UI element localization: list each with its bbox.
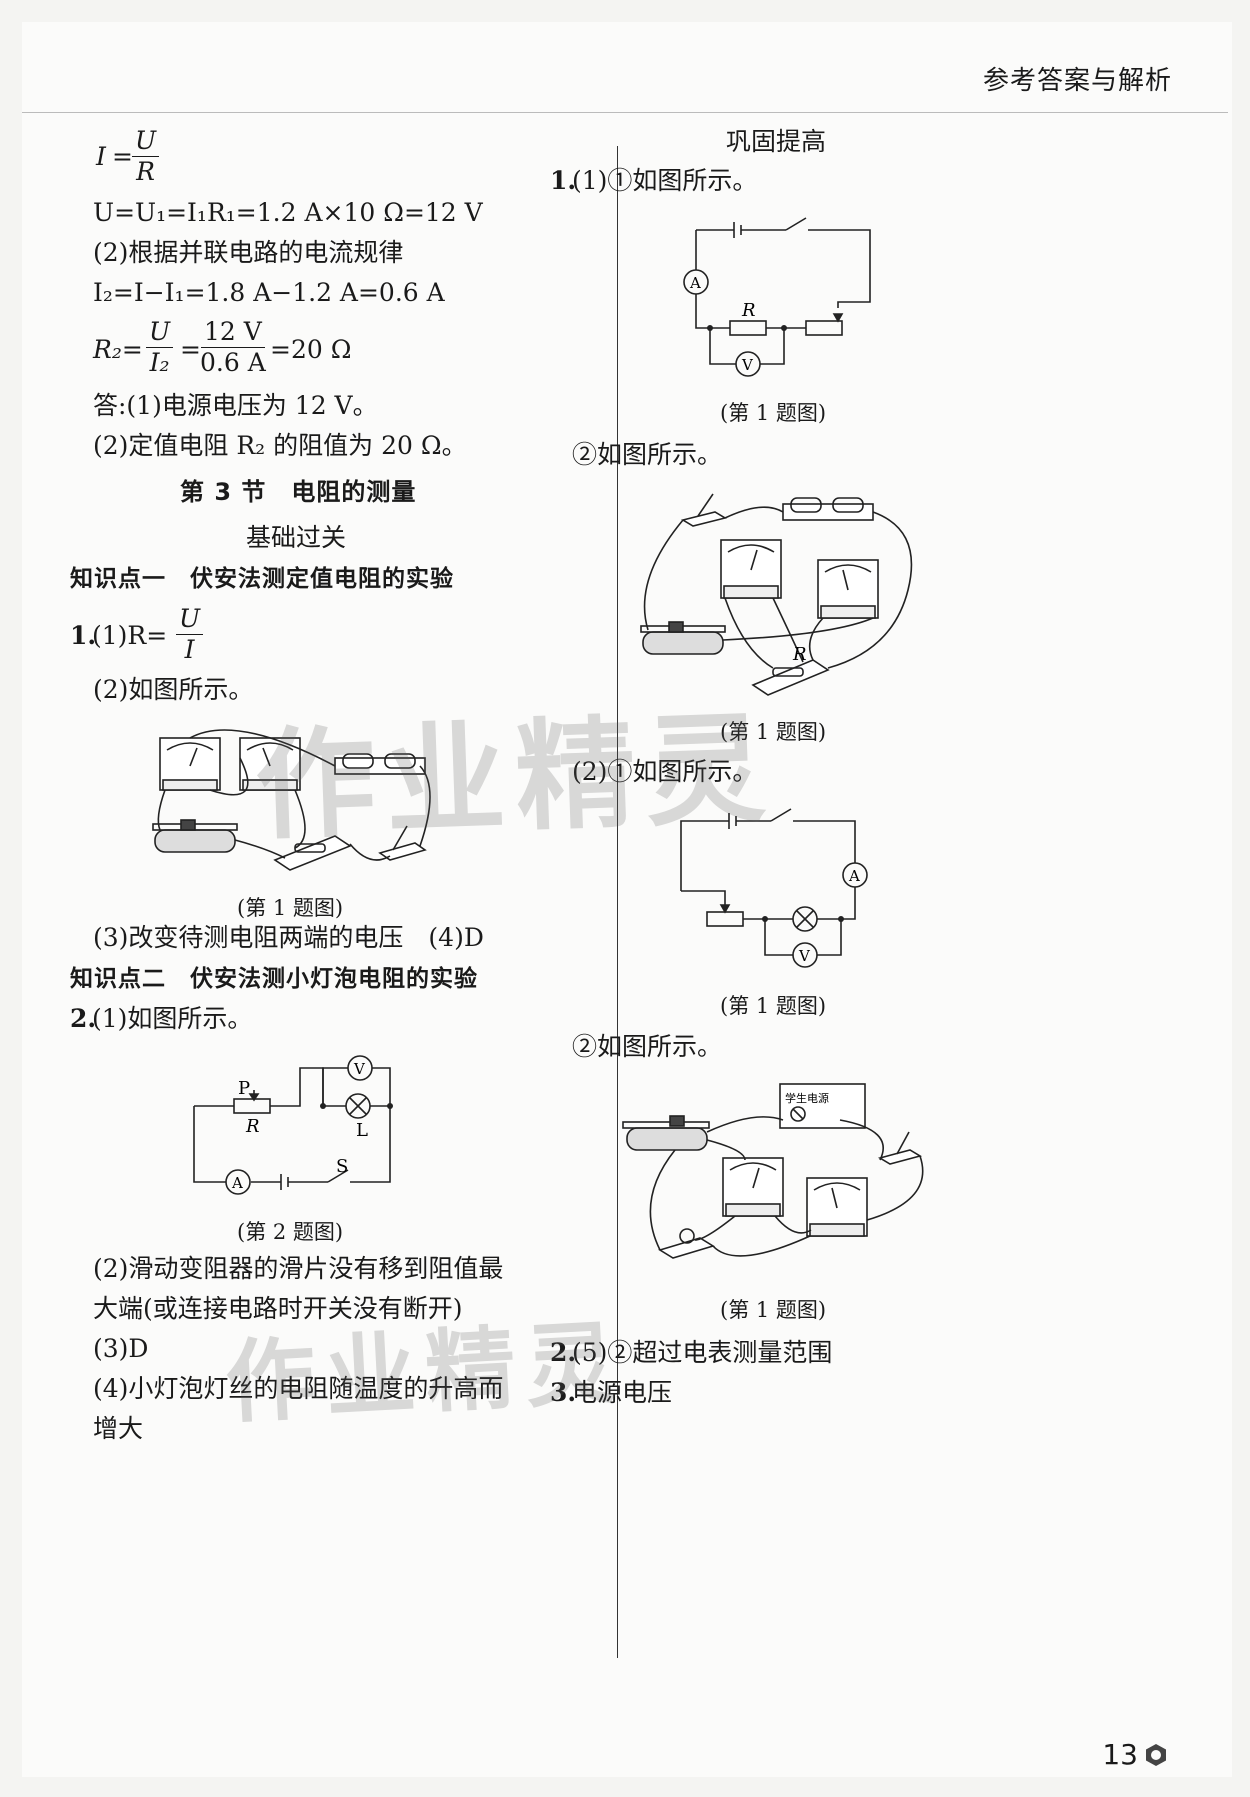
caption-r1-d: (第 1 题图) — [720, 1298, 827, 1322]
q1-part1-text: (1)R= — [92, 621, 168, 650]
r1-number: 1. — [550, 166, 577, 195]
q1-den: I — [184, 635, 195, 664]
formula2-num2: 12 V — [200, 317, 265, 348]
r-q3-text: 电源电压 — [572, 1378, 673, 1407]
q1-fraction: U I — [176, 604, 204, 665]
r1-part1: (1)①如图所示。 — [572, 166, 758, 195]
figb-label-r: R — [792, 644, 807, 665]
page-sheet — [22, 22, 1232, 1777]
figure-r1-schematic-a: A V R — [683, 217, 871, 377]
figure-q1-physical-circuit — [152, 729, 431, 871]
fig2-label-v: V — [353, 1060, 366, 1078]
r2-part2: ②如图所示。 — [572, 1032, 723, 1061]
caption-q1-left: (第 1 题图) — [237, 896, 344, 920]
caption-q2: (第 2 题图) — [237, 1220, 344, 1244]
r-q2-number: 2. — [550, 1338, 577, 1367]
figa-label-a: A — [689, 274, 701, 292]
r2-part1: (2)①如图所示。 — [572, 757, 758, 786]
formula2-frac2: 12 V 0.6 A — [200, 317, 266, 378]
subsection-basic: 基础过关 — [246, 523, 347, 552]
fig2-label-a: A — [231, 1174, 243, 1192]
figure-r1-physical-d: 学生电源 — [622, 1083, 924, 1259]
formula1-den: R — [136, 157, 155, 186]
answer-2: (2)定值电阻 R₂ 的阻值为 20 Ω。 — [93, 431, 467, 460]
knowledge-point-2: 知识点二 伏安法测小灯泡电阻的实验 — [70, 966, 478, 992]
r-q2-text: (5)②超过电表测量范围 — [572, 1338, 833, 1367]
q2-part2-line2: 大端(或连接电路时开关没有断开) — [93, 1294, 463, 1323]
q2-part4-line1: (4)小灯泡灯丝的电阻随温度的升高而 — [93, 1374, 504, 1403]
formula2-lhs: R₂= — [93, 335, 143, 364]
r1-part1-2: ②如图所示。 — [572, 440, 723, 469]
formula2-result: =20 Ω — [270, 335, 352, 364]
figa-label-v: V — [741, 356, 754, 374]
line-2: (2)根据并联电路的电流规律 — [93, 238, 404, 267]
caption-r1-c: (第 1 题图) — [720, 994, 827, 1018]
power-supply-label: 学生电源 — [785, 1091, 829, 1105]
q1-num: U — [176, 604, 204, 635]
q2-part1: (1)如图所示。 — [92, 1004, 253, 1033]
caption-r1-b: (第 1 题图) — [720, 720, 827, 744]
section-title: 第 3 节 电阻的测量 — [180, 478, 417, 506]
formula2-den1: I₂ — [149, 348, 170, 377]
formula2-frac1: U I₂ — [146, 317, 174, 378]
fig2-label-p: P — [238, 1078, 250, 1099]
formula1-lhs: I — [96, 142, 106, 171]
figa-label-r: R — [741, 300, 756, 321]
q2-part3: (3)D — [93, 1334, 149, 1363]
q2-number: 2. — [70, 1004, 97, 1033]
column-divider — [617, 146, 618, 1658]
figure-q2-schematic: P R L S A V — [193, 1055, 393, 1195]
figc-label-v: V — [798, 947, 811, 965]
formula2-eq: = — [180, 335, 201, 364]
subsection-advanced: 巩固提高 — [726, 127, 827, 156]
caption-r1-a: (第 1 题图) — [720, 401, 827, 425]
figc-label-a: A — [848, 867, 860, 885]
q2-part4-line2: 增大 — [93, 1414, 144, 1443]
formula1-eq: = — [112, 142, 133, 171]
fig2-label-r: R — [245, 1116, 260, 1137]
knowledge-point-1: 知识点一 伏安法测定值电阻的实验 — [70, 566, 454, 592]
figure-r1-schematic-c: A V — [680, 808, 868, 968]
formula2-den2: 0.6 A — [200, 348, 266, 377]
q1-part2: (2)如图所示。 — [93, 675, 254, 704]
q1-part3-4: (3)改变待测电阻两端的电压 (4)D — [93, 923, 484, 952]
page-number-hexagon-icon — [1146, 1744, 1166, 1766]
formula2-num1: U — [146, 317, 174, 348]
formula1-fraction: U R — [132, 126, 160, 187]
line-u: U=U₁=I₁R₁=1.2 A×10 Ω=12 V — [93, 198, 483, 227]
q1-number: 1. — [70, 621, 97, 650]
fig2-label-s: S — [336, 1156, 348, 1177]
page-header-title: 参考答案与解析 — [982, 66, 1172, 96]
answer-1: 答:(1)电源电压为 12 V。 — [93, 391, 378, 420]
page-number: 13 — [1102, 1738, 1138, 1771]
figure-r1-physical-b: R — [640, 493, 913, 696]
formula1-num: U — [132, 126, 160, 157]
q2-part2-line1: (2)滑动变阻器的滑片没有移到阻值最 — [93, 1254, 504, 1283]
header-rule — [22, 112, 1228, 113]
r-q3-number: 3. — [550, 1378, 577, 1407]
line-i2: I₂=I−I₁=1.8 A−1.2 A=0.6 A — [93, 278, 445, 307]
fig2-label-l: L — [356, 1120, 368, 1141]
